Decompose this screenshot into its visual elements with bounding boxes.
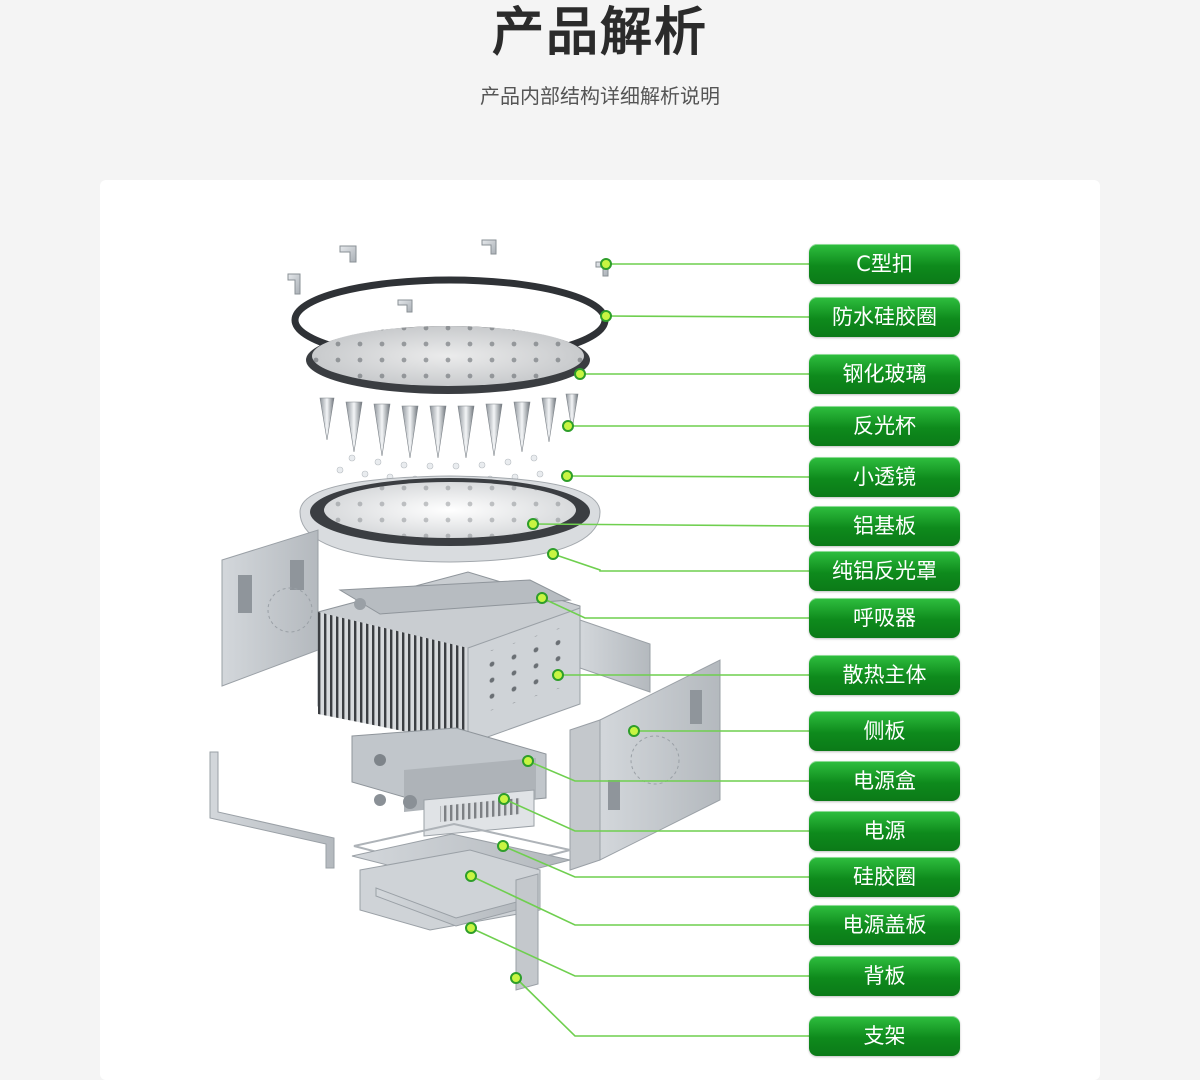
bracket-part [209,751,539,991]
product-illustration [209,239,721,991]
component-label: 铝基板 [809,506,960,546]
reflector-housing-part [299,475,601,563]
reflector-cups-part [319,393,579,459]
anchor-dot [600,310,612,322]
leader-line [515,977,809,1037]
leader-line [503,798,809,832]
anchor-dot [510,972,522,984]
leader-line [527,760,809,782]
component-label: 反光杯 [809,406,960,446]
leader-line [566,475,810,478]
component-label: 散热主体 [809,655,960,695]
anchor-dot [536,592,548,604]
side-plate-right-part [569,619,721,871]
component-label: 钢化玻璃 [809,354,960,394]
component-label: 防水硅胶圈 [809,297,960,337]
component-label: C型扣 [809,244,960,284]
leader-line [552,553,809,572]
anchor-dot [552,669,564,681]
component-label: 背板 [809,956,960,996]
component-label: 侧板 [809,711,960,751]
anchor-dot [497,840,509,852]
page-title: 产品解析 [491,3,708,63]
leader-lines [465,258,810,1037]
anchor-dot [574,368,586,380]
component-label: 呼吸器 [809,598,960,638]
anchor-dot [561,470,573,482]
heatsink-body-part [317,571,581,745]
component-label: 电源盒 [809,761,960,801]
anchor-dot [465,870,477,882]
leader-line [605,315,810,318]
power-supply-part [374,789,535,837]
anchor-dot [498,793,510,805]
anchor-dot [562,420,574,432]
side-plate-left-part [221,529,319,687]
leader-line [541,597,809,619]
component-label: 硅胶圈 [809,857,960,897]
component-label: 电源盖板 [809,905,960,945]
anchor-dot [628,725,640,737]
anchor-dot [527,518,539,530]
leader-line [502,845,809,878]
component-label: 电源 [809,811,960,851]
component-label: 支架 [809,1016,960,1056]
leader-line [532,523,810,527]
leader-line [470,927,809,977]
c-clip-part [287,239,609,313]
leader-line [470,875,809,926]
component-label: 小透镜 [809,457,960,497]
anchor-dot [465,922,477,934]
anchor-dot [522,755,534,767]
anchor-dot [600,258,612,270]
tempered-glass-part [306,326,590,394]
page-subtitle: 产品内部结构详细解析说明 [480,84,720,108]
anchor-dot [547,548,559,560]
component-label: 纯铝反光罩 [809,551,960,591]
